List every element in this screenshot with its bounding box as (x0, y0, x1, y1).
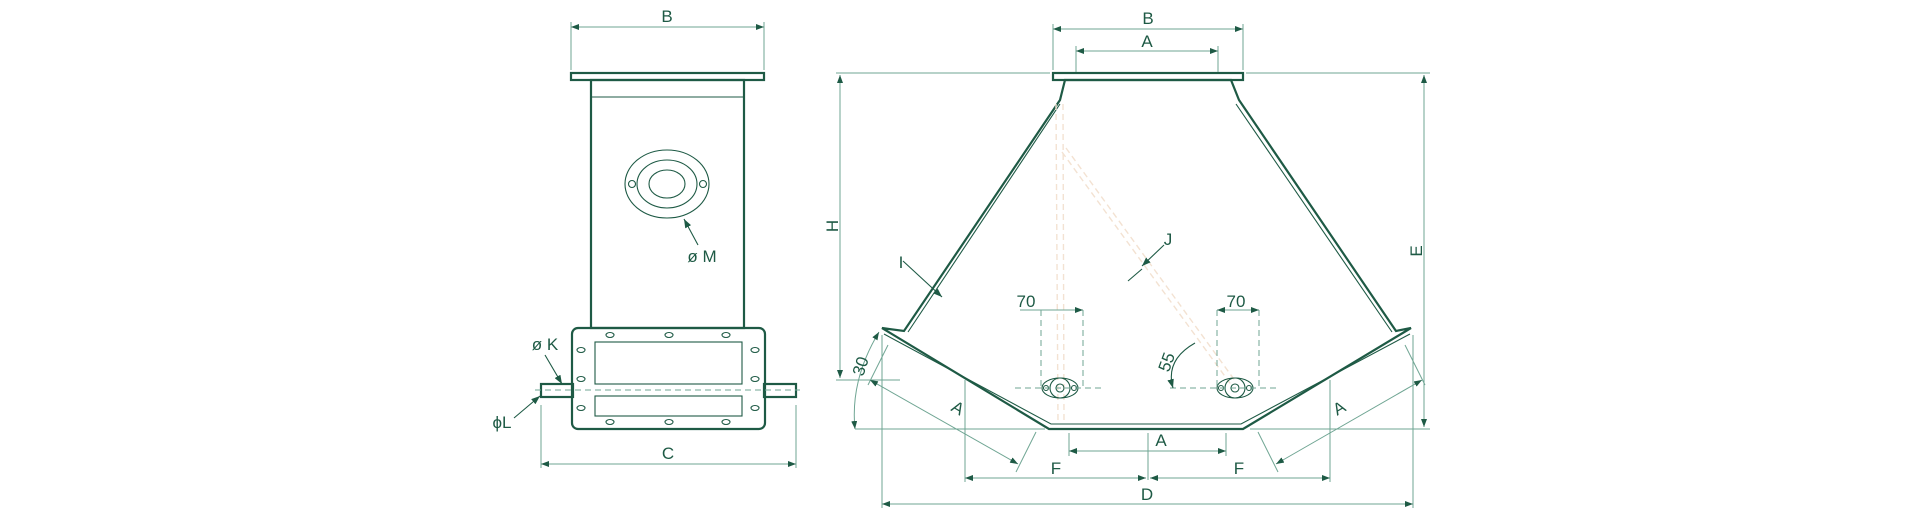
dim-label-30: 30 (849, 354, 873, 378)
dim-label-e: E (1407, 245, 1426, 256)
dim-label-m: ø M (687, 247, 716, 266)
side-view: B C ø M ø K ϕL (493, 7, 800, 468)
dim-label-a-top: A (1141, 32, 1153, 51)
window-upper (594, 341, 743, 385)
dim-label-j: J (1164, 230, 1173, 249)
dim-label-70-right: 70 (1227, 292, 1246, 311)
top-flange (1051, 71, 1245, 82)
dim-label-k: ø K (532, 335, 559, 354)
flap (1055, 103, 1237, 423)
dim-label-70-left: 70 (1017, 292, 1036, 311)
dim-label-b: B (1142, 9, 1153, 28)
body (589, 78, 746, 330)
dim-label-a-right: A (1330, 397, 1350, 419)
front-view: B A H E I J 70 70 55 30 A A A (823, 9, 1430, 508)
dim-label-i: I (899, 253, 904, 272)
dim-label-d: D (1141, 485, 1153, 504)
lower-housing (570, 326, 767, 431)
inspection-port (624, 149, 710, 219)
dim-label-h: H (823, 220, 842, 232)
dim-label-l: ϕL (493, 413, 512, 432)
window-lower (594, 395, 743, 417)
hopper-body (881, 78, 1412, 431)
dim-label-f-right: F (1234, 459, 1244, 478)
dim-label-55: 55 (1155, 350, 1179, 374)
bolt-holes (576, 331, 760, 426)
dim-label-c: C (662, 444, 674, 463)
dim-label-b: B (661, 7, 672, 26)
dim-label-a-bottom: A (1155, 431, 1167, 450)
dim-label-f-left: F (1051, 459, 1061, 478)
